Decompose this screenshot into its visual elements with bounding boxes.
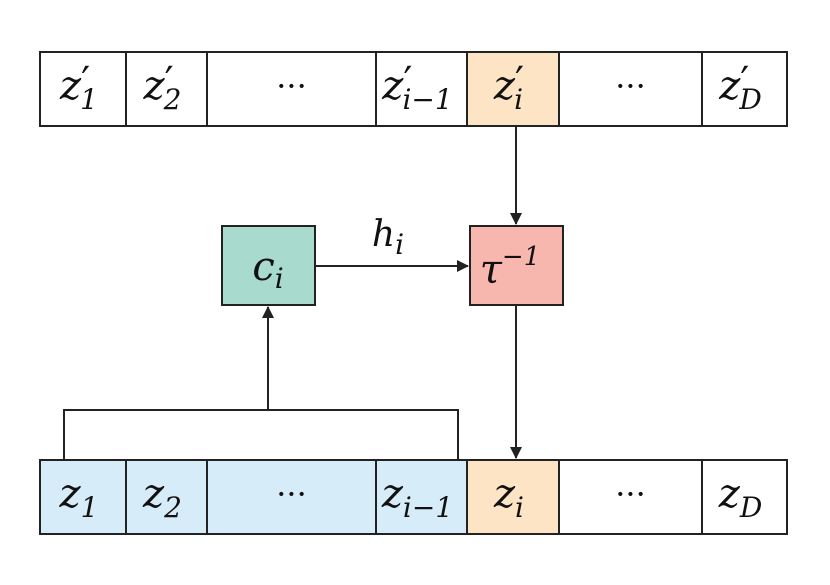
cell-box [206, 459, 377, 535]
ellipsis-label: ··· [276, 475, 307, 513]
bottom-row-cell-4: zi−1 [375, 459, 468, 535]
cell-box [466, 459, 560, 535]
cell-box [466, 51, 560, 127]
bottom-row-cell-3: ··· [206, 459, 377, 535]
variable-label: zi [493, 471, 524, 524]
conditioner-label: ci [252, 244, 283, 295]
top-row-cell-1: z′1 [39, 51, 127, 127]
variable-label: zi−1 [381, 471, 453, 524]
variable-label: z′2 [143, 59, 182, 116]
cell-box [375, 51, 468, 127]
variable-label: z′D [718, 59, 762, 116]
top-row-cell-4: z′i−1 [375, 51, 468, 127]
top-row-cell-7: z′D [701, 51, 788, 127]
inverse-transform-node: τ−1 [469, 225, 564, 306]
top-row-cell-2: z′2 [125, 51, 208, 127]
edge-label-h: hi [372, 214, 404, 261]
bottom-row-input: z1 z2 ··· zi−1 zi ··· zD [39, 459, 788, 535]
variable-label: zD [718, 471, 763, 524]
cell-box [701, 459, 788, 535]
top-row-cell-6: ··· [558, 51, 703, 127]
top-row-cell-3: ··· [206, 51, 377, 127]
conditioner-node: ci [221, 225, 316, 306]
top-row-output: z′1 z′2 ··· z′i−1 z′i ··· z′D [39, 51, 788, 127]
cell-box [206, 51, 377, 127]
ellipsis-label: ··· [276, 67, 307, 105]
top-row-cell-5: z′i [466, 51, 560, 127]
variable-label: z′1 [59, 59, 98, 116]
ellipsis-label: ··· [615, 475, 646, 513]
cell-box [558, 459, 703, 535]
variable-label: z1 [59, 471, 99, 524]
cell-box [701, 51, 788, 127]
bottom-row-cell-6: ··· [558, 459, 703, 535]
cell-box [39, 459, 127, 535]
variable-label: z2 [142, 471, 182, 524]
cell-box [558, 51, 703, 127]
bracket-context [63, 409, 459, 460]
cell-box [375, 459, 468, 535]
bottom-row-cell-5: zi [466, 459, 560, 535]
cell-box [39, 51, 127, 127]
inverse-transform-label: τ−1 [480, 242, 540, 293]
ellipsis-label: ··· [615, 67, 646, 105]
arrows [63, 126, 522, 460]
bottom-row-cell-2: z2 [125, 459, 208, 535]
variable-label: z′i−1 [381, 59, 452, 116]
bottom-row-cell-7: zD [701, 459, 788, 535]
variable-label: z′i [493, 59, 524, 116]
cell-box [125, 51, 208, 127]
bottom-row-cell-1: z1 [39, 459, 127, 535]
